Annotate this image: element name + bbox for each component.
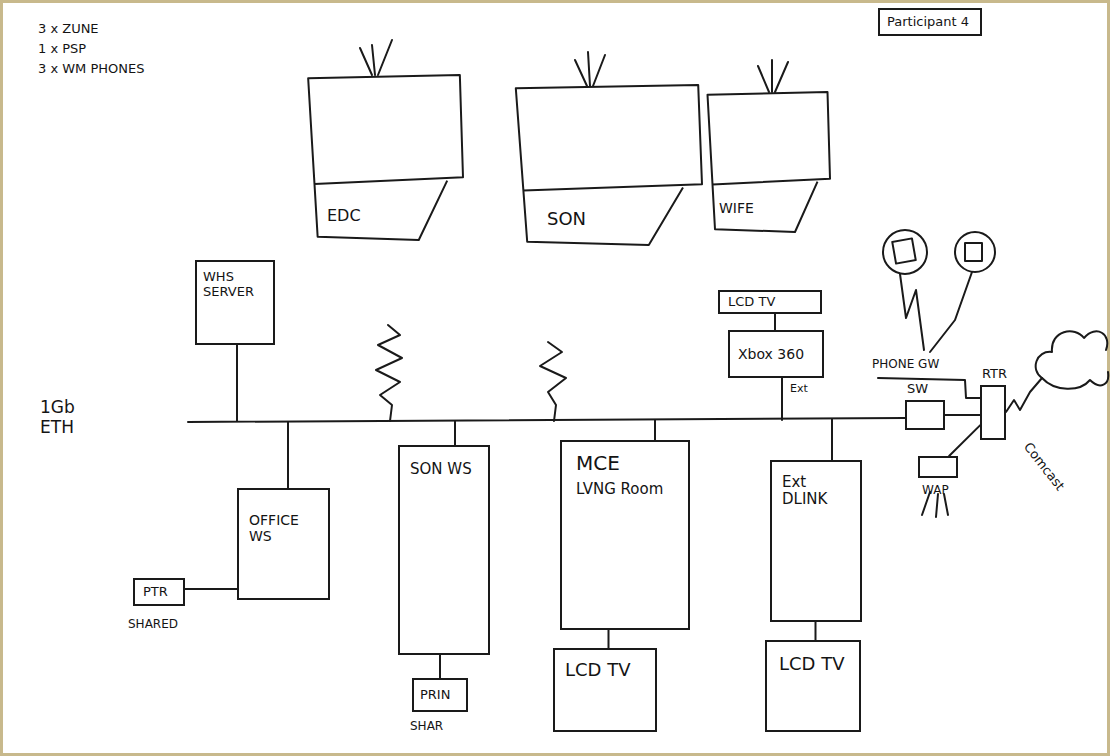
device-name: OFFICE WS	[249, 512, 324, 544]
note-label: 3 x WM PHONES	[38, 62, 144, 77]
internet-link	[1006, 378, 1042, 412]
cable-connector	[815, 622, 817, 640]
antenna	[360, 40, 392, 75]
cable-connector	[949, 425, 980, 456]
note-label: PHONE GW	[872, 358, 939, 372]
note-label: Comcast	[1020, 440, 1067, 494]
device-box: PTR	[133, 578, 185, 606]
cable-connector	[608, 630, 610, 648]
paper	[3, 3, 1107, 753]
laptop-outline	[512, 85, 702, 245]
device-name: SON WS	[410, 461, 472, 478]
antenna	[575, 52, 605, 86]
device-box: Participant 4	[878, 8, 982, 36]
device-name: SON	[547, 209, 586, 230]
phone-link	[930, 272, 972, 352]
phone-link	[900, 274, 924, 350]
phone-screen	[892, 238, 916, 263]
device-box: OFFICE WS	[237, 488, 330, 600]
laptop-node: EDC	[305, 75, 463, 240]
cable-connector	[945, 414, 980, 416]
cable-connector	[185, 588, 237, 590]
device-name: WHS SERVER	[203, 270, 269, 300]
device-name: PRIN	[420, 688, 450, 703]
device-box: LCD TV	[553, 648, 657, 732]
device-box: RTR	[980, 385, 1006, 440]
device-box: PRIN	[412, 678, 468, 712]
device-box: MCE LVNG Room	[560, 440, 690, 630]
device-box: Ext DLINK	[770, 460, 862, 622]
device-box: SON WS	[398, 445, 490, 655]
device-name: MCE	[576, 452, 620, 475]
note-label: SHAR	[410, 720, 443, 734]
laptop-outline	[708, 92, 831, 232]
device-name: Xbox 360	[738, 346, 804, 362]
note-label: SHARED	[128, 618, 178, 632]
device-box: LCD TV	[718, 290, 822, 314]
wireless-symbol	[376, 325, 402, 421]
phone-handset	[883, 230, 927, 274]
bus-drop	[831, 419, 833, 460]
laptop-outline	[516, 85, 702, 245]
device-name: Participant 4	[887, 15, 969, 30]
antenna	[758, 60, 788, 92]
note-label: 1 x PSP	[38, 42, 86, 57]
note-label: 3 x ZUNE	[38, 22, 99, 37]
cable-connector	[439, 655, 441, 678]
device-name: PTR	[143, 585, 168, 600]
bus-drop	[287, 422, 289, 488]
cable-connector	[774, 314, 776, 330]
internet-cloud	[1036, 331, 1109, 388]
phone-gateway-link	[878, 378, 980, 398]
device-box: WHS SERVER	[195, 260, 275, 345]
device-box: LCD TV	[765, 640, 861, 732]
note-label: 1Gb ETH	[40, 398, 92, 437]
bus-drop	[781, 378, 783, 420]
phone-screen	[965, 243, 982, 261]
device-box: SW	[905, 400, 945, 430]
device-name: Ext DLINK	[782, 474, 856, 509]
bus-drop	[454, 421, 456, 445]
phone-handset	[955, 232, 995, 272]
device-name: LCD TV	[779, 654, 845, 675]
device-box: WAP	[918, 456, 958, 478]
device-name: WIFE	[719, 200, 754, 216]
bus-drop	[654, 420, 656, 440]
bus-drop	[236, 345, 238, 421]
ethernet-bus	[188, 418, 905, 422]
device-name: RTR	[982, 367, 1007, 382]
device-name: EDC	[327, 207, 361, 225]
device-name: LCD TV	[565, 660, 631, 681]
device-name: SW	[907, 382, 928, 397]
device-name: LCD TV	[728, 295, 775, 310]
laptop-node: SON	[512, 85, 702, 245]
device-name: WAP	[922, 484, 949, 498]
device-box: Xbox 360	[728, 330, 824, 378]
note-label: Ext	[790, 383, 808, 396]
laptop-node: WIFE	[705, 92, 830, 232]
laptop-outline	[308, 75, 463, 240]
wireless-symbol	[540, 342, 566, 421]
device-detail: LVNG Room	[576, 481, 663, 498]
